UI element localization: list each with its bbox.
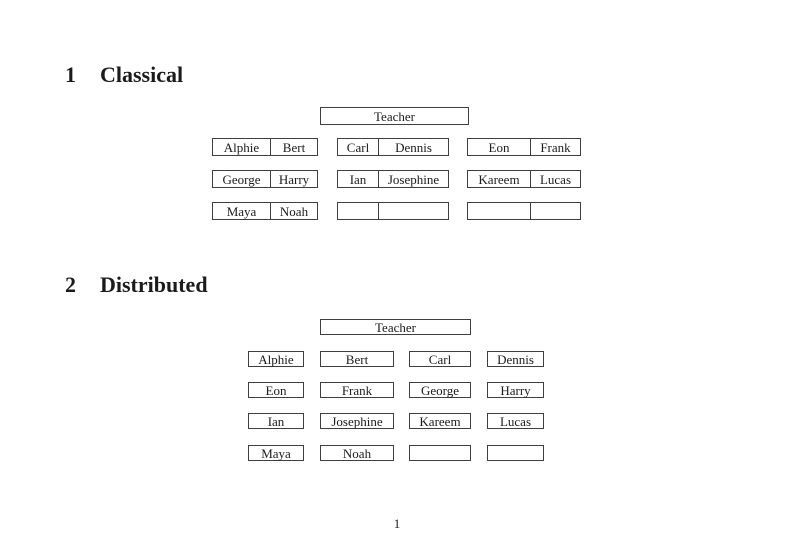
seat-cell: Lucas (499, 413, 532, 429)
seat-cell: Eon (265, 382, 287, 398)
distributed-seat: Kareem (409, 413, 471, 429)
seat-cell: Alphie (258, 351, 294, 367)
seat-cell: Bert (345, 351, 369, 367)
distributed-seat: Noah (320, 445, 394, 461)
seat-cell: Ian (267, 413, 285, 429)
distributed-seat: Frank (320, 382, 394, 398)
distributed-seat: Dennis (487, 351, 544, 367)
classical-desk: Ian Josephine (337, 170, 449, 188)
seat-cell: Harry (270, 171, 317, 187)
distributed-seat: Bert (320, 351, 394, 367)
seat-cell: Lucas (530, 171, 580, 187)
classical-desk: Kareem Lucas (467, 170, 581, 188)
seat-cell: Maya (226, 203, 257, 219)
classical-desk: Eon Frank (467, 138, 581, 156)
distributed-seat: Carl (409, 351, 471, 367)
seat-cell: Frank (341, 382, 373, 398)
seat-cell-empty (378, 203, 448, 219)
section-heading-distributed: 2 Distributed (65, 274, 208, 296)
classical-desk: Carl Dennis (337, 138, 449, 156)
teacher-label: Teacher (374, 108, 415, 124)
classical-desk: George Harry (212, 170, 318, 188)
seat-cell: George (420, 382, 460, 398)
section-title: Distributed (100, 272, 208, 297)
classical-desk: Alphie Bert (212, 138, 318, 156)
distributed-seat-empty (409, 445, 471, 461)
seat-cell: Dennis (378, 139, 448, 155)
seat-cell: Alphie (223, 139, 260, 155)
seat-cell: Noah (270, 203, 317, 219)
seat-cell: Josephine (378, 171, 448, 187)
seat-cell: Maya (261, 445, 291, 461)
distributed-seat: Harry (487, 382, 544, 398)
distributed-seat-empty (487, 445, 544, 461)
distributed-teacher-box: Teacher (320, 319, 471, 335)
section-number: 2 (65, 272, 76, 297)
section-number: 1 (65, 62, 76, 87)
seat-cell: George (222, 171, 261, 187)
section-heading-classical: 1 Classical (65, 64, 183, 86)
seat-cell: Carl (428, 351, 452, 367)
distributed-seat: Maya (248, 445, 304, 461)
seat-cell-empty (530, 203, 580, 219)
seat-cell: Kareem (478, 171, 520, 187)
seat-cell: Eon (488, 139, 510, 155)
seat-cell: Harry (500, 382, 531, 398)
section-title: Classical (100, 62, 184, 87)
classical-desk-empty (467, 202, 581, 220)
teacher-label: Teacher (375, 319, 416, 335)
distributed-seat: George (409, 382, 471, 398)
seat-cell: Dennis (497, 351, 534, 367)
distributed-seat: Lucas (487, 413, 544, 429)
distributed-seat: Josephine (320, 413, 394, 429)
seat-cell: Ian (349, 171, 367, 187)
distributed-seat: Alphie (248, 351, 304, 367)
seat-cell: Josephine (331, 413, 383, 429)
seat-cell: Bert (270, 139, 317, 155)
seat-cell-empty (338, 203, 378, 219)
seat-cell: Carl (346, 139, 370, 155)
seat-cell-empty (468, 203, 530, 219)
classical-teacher-box: Teacher (320, 107, 469, 125)
classical-desk: Maya Noah (212, 202, 318, 220)
classical-desk-empty (337, 202, 449, 220)
page-number: 1 (393, 516, 401, 531)
seat-cell: Frank (530, 139, 580, 155)
seat-cell: Kareem (419, 413, 461, 429)
seat-cell: Noah (342, 445, 372, 461)
distributed-seat: Eon (248, 382, 304, 398)
distributed-seat: Ian (248, 413, 304, 429)
